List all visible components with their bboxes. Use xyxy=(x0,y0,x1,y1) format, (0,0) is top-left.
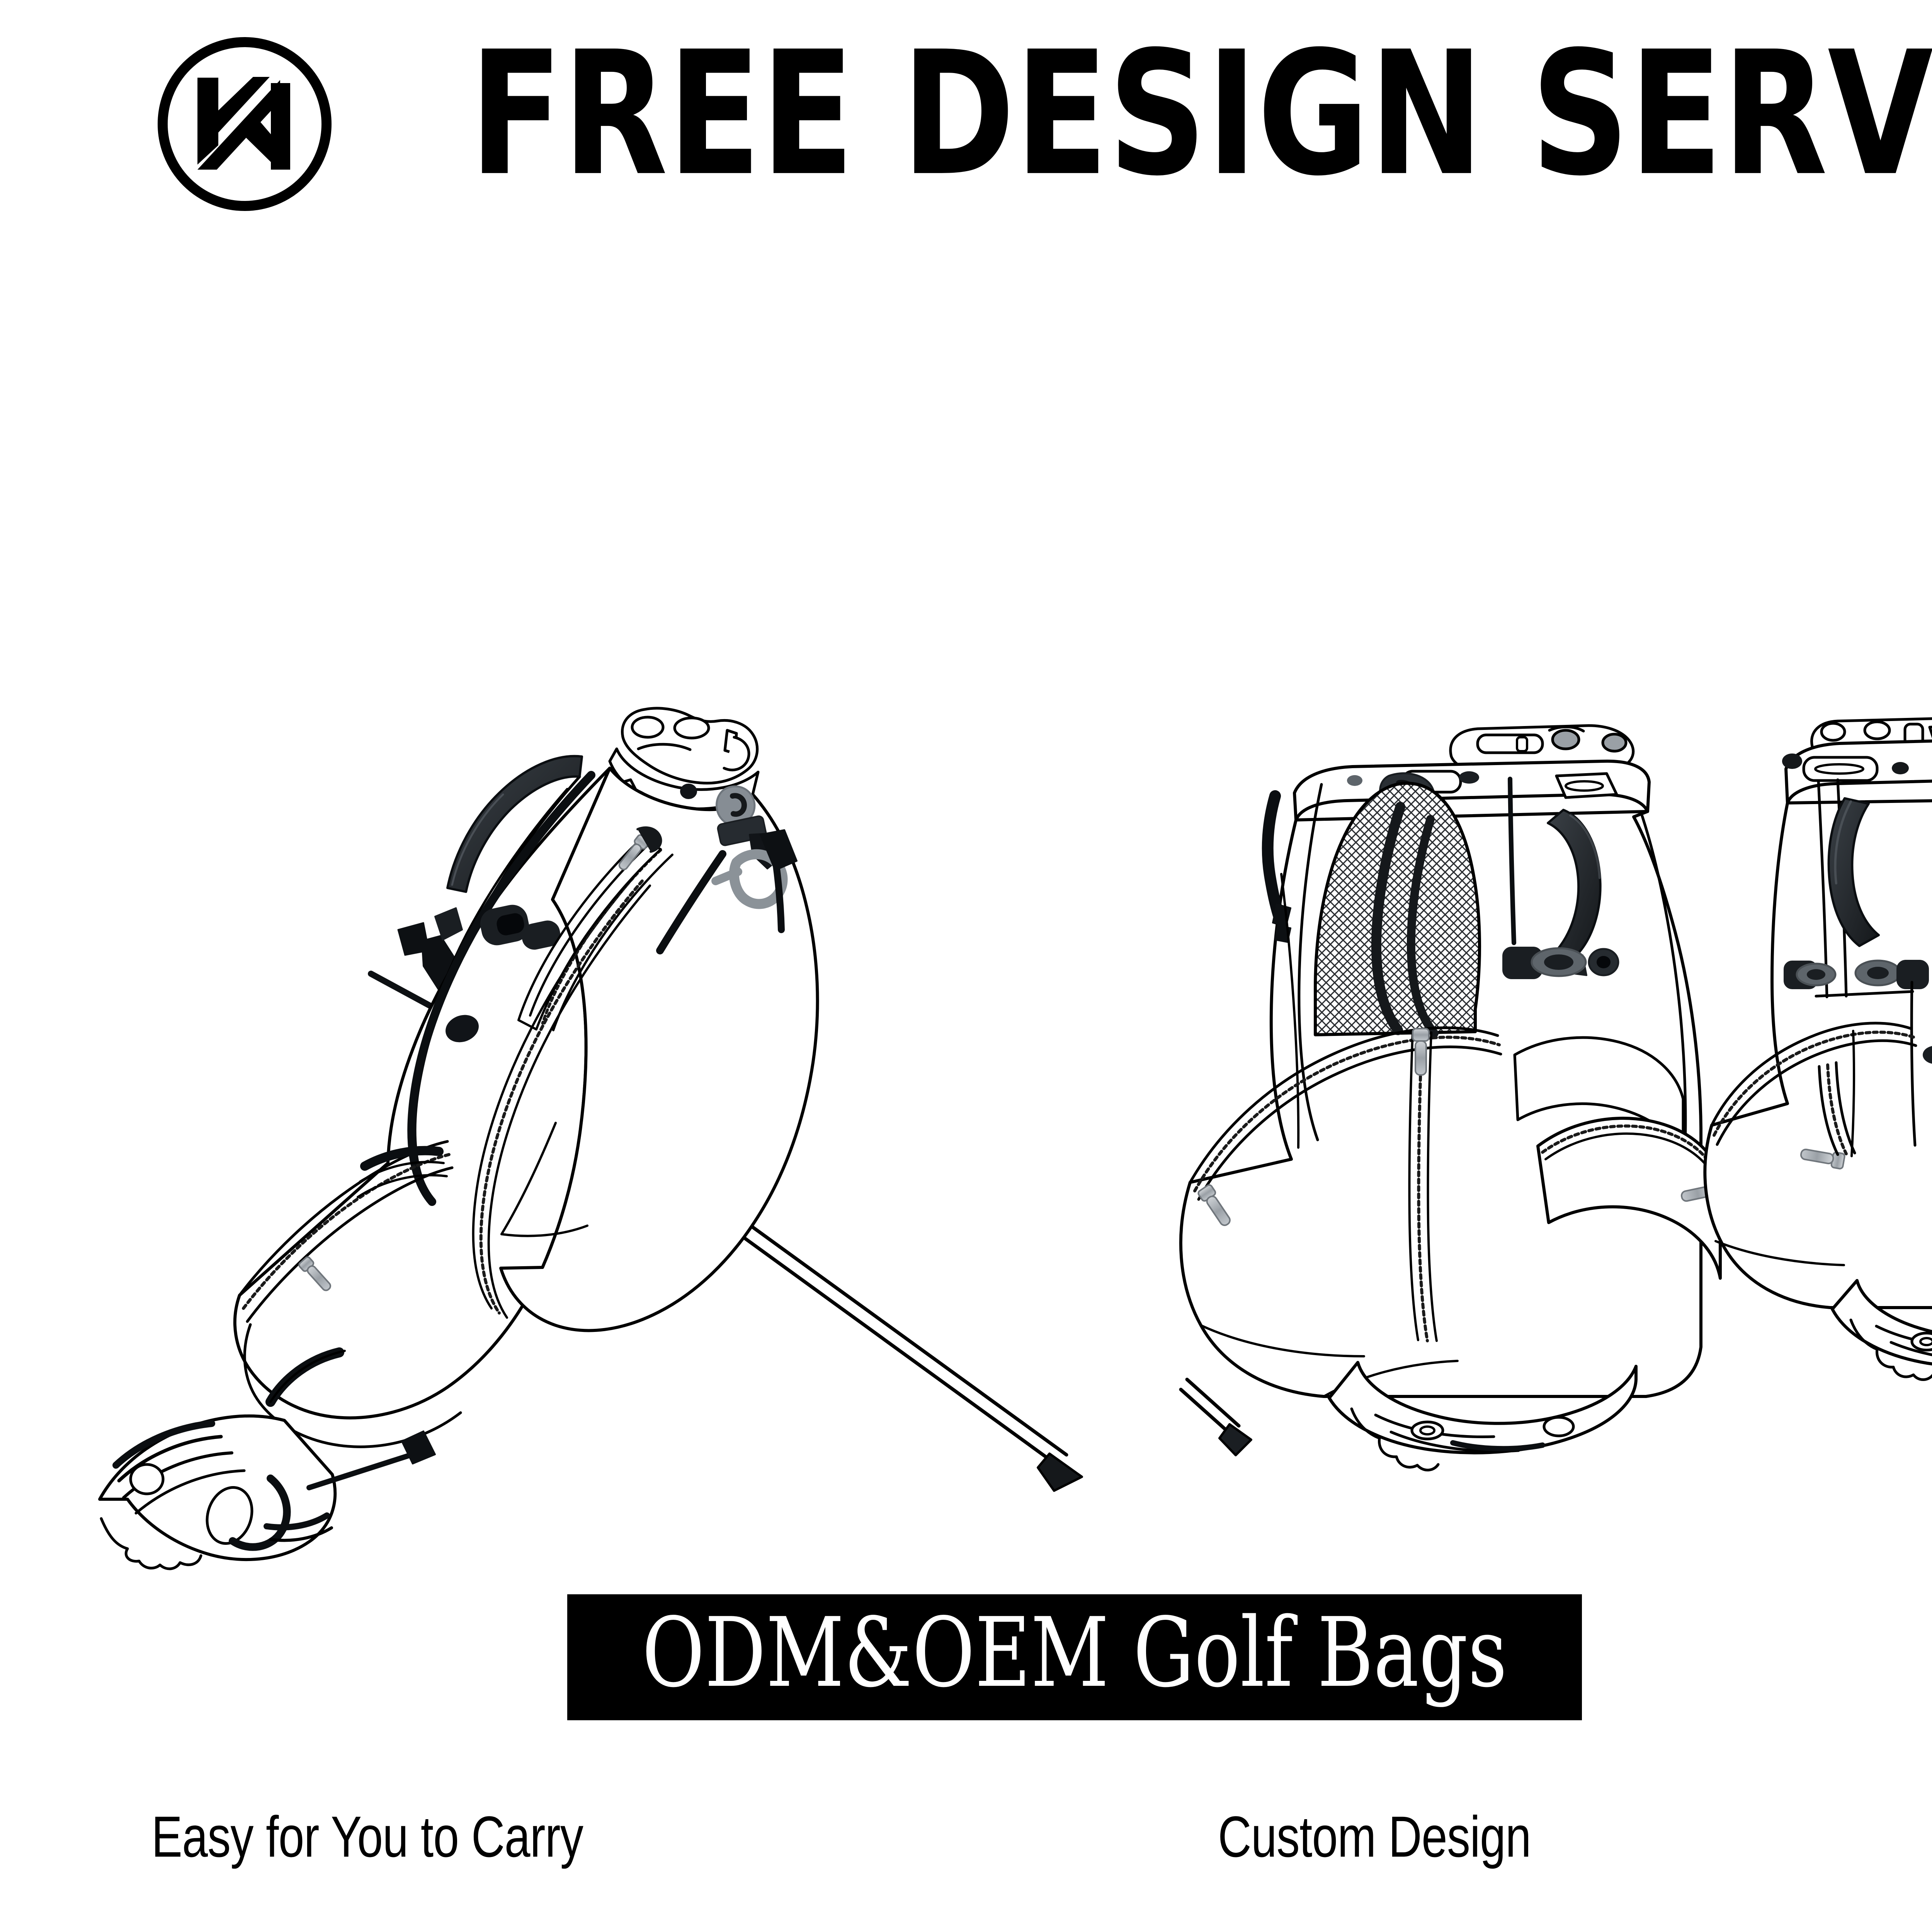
product-illustration-group xyxy=(0,332,1932,1588)
stand-bag-side-view xyxy=(1703,717,1932,1381)
feature-column-left: Easy for You to Carry Multiple Pockets M… xyxy=(151,1777,1156,1932)
banner-label: ODM&OEM Golf Bags xyxy=(642,1607,1507,1708)
svg-text:ODM&OEM Golf Bags: ODM&OEM Golf Bags xyxy=(642,1607,1507,1708)
feature-item: Shoe Bags Large-Capacity Clothes Bags xyxy=(1218,1896,1932,1932)
feature-list-section: Easy for You to Carry Multiple Pockets M… xyxy=(0,1777,1932,1932)
brand-logo-badge xyxy=(158,37,332,211)
kp-monogram-icon xyxy=(197,77,290,170)
page-title: FREE DESIGN SERVICE xyxy=(469,30,1932,212)
feature-item: Custom Design xyxy=(1218,1804,1531,1869)
feature-item: Easy for You to Carry xyxy=(151,1804,583,1869)
page-header: FREE DESIGN SERVICE xyxy=(0,0,1932,247)
feature-column-right: Custom Design Shoe Bags Large-Capacity C… xyxy=(1218,1777,1932,1932)
feature-item: Multiple Pockets xyxy=(151,1896,955,1932)
product-category-banner: ODM&OEM Golf Bags xyxy=(567,1594,1582,1720)
page-title-text: FREE DESIGN SERVICE xyxy=(469,30,1932,212)
svg-text:FREE DESIGN SERVICE: FREE DESIGN SERVICE xyxy=(469,30,1932,212)
stand-bag-angled-view xyxy=(98,707,1083,1570)
stand-bag-front-view xyxy=(1179,724,1726,1471)
